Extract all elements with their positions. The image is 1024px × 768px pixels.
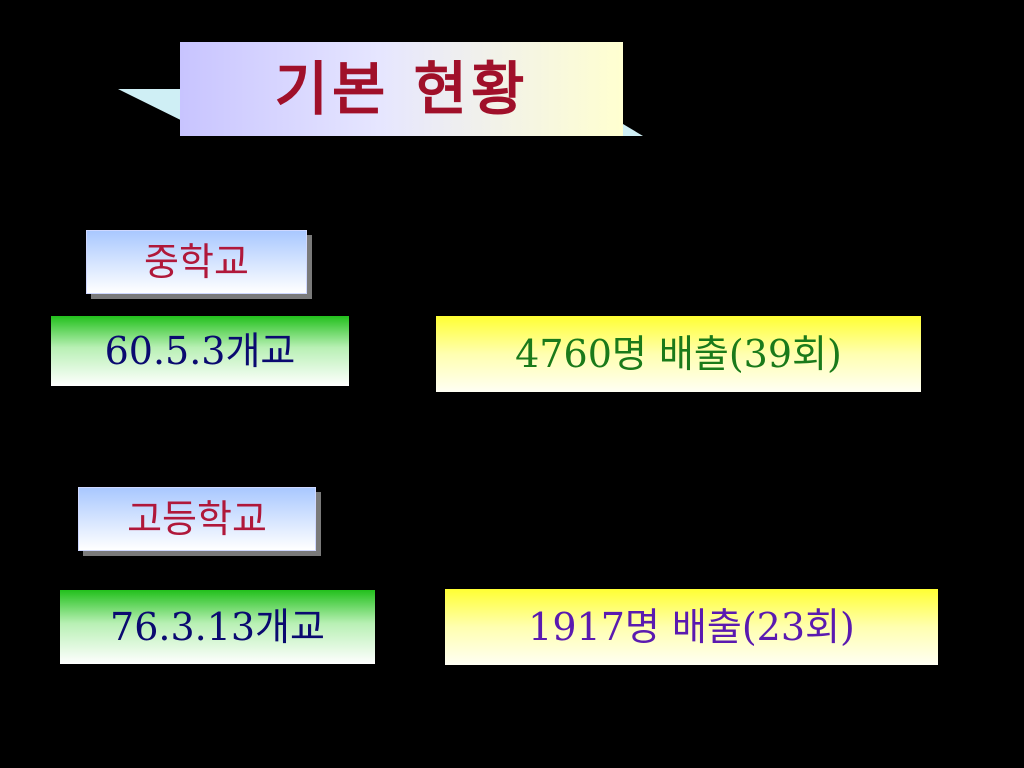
middle-school-count: 60.5.3개교 [104,329,296,373]
title-box: 기본 현황 [180,42,623,136]
high-school-graduates-box: 1917명 배출(23회) [445,589,938,665]
high-school-count: 76.3.13개교 [110,605,325,649]
middle-school-count-box: 60.5.3개교 [51,316,349,386]
high-school-label: 고등학교 [127,497,267,541]
middle-school-label: 중학교 [144,240,249,284]
high-school-label-box: 고등학교 [78,487,316,551]
middle-school-graduates: 4760명 배출(39회) [515,332,842,376]
page-title: 기본 현황 [274,55,529,123]
high-school-graduates: 1917명 배출(23회) [528,605,855,649]
title-ribbon: 기본 현황 [118,42,643,138]
middle-school-label-box: 중학교 [86,230,307,294]
high-school-count-box: 76.3.13개교 [60,590,375,664]
middle-school-graduates-box: 4760명 배출(39회) [436,316,921,392]
